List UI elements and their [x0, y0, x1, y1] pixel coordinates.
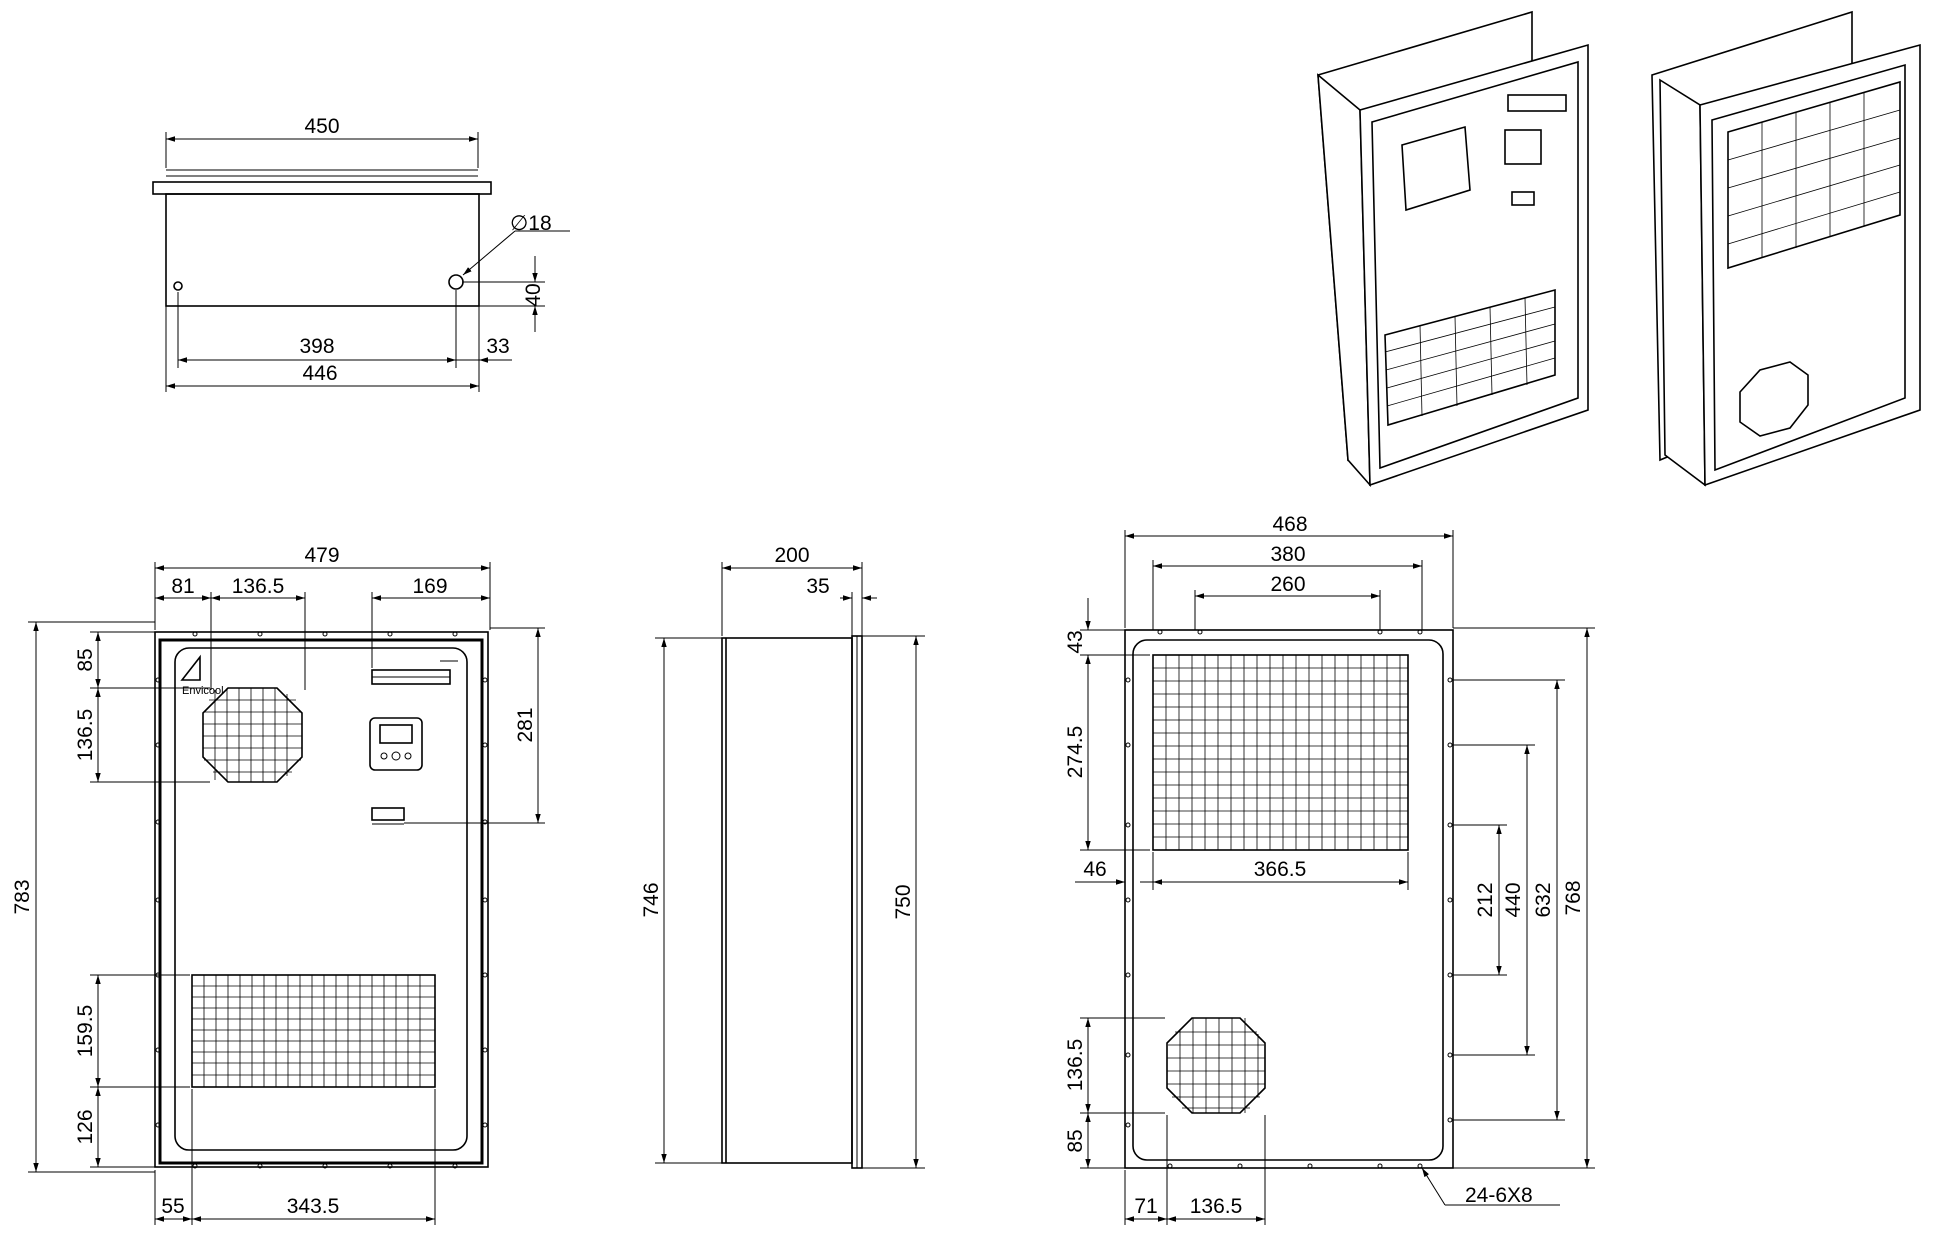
dim-rear-768: 768: [1562, 880, 1585, 915]
side-view-body: [721, 637, 853, 1164]
controller-button: [391, 751, 401, 761]
iso-front-fan: [1401, 125, 1471, 212]
dim-front-479: 479: [304, 544, 339, 567]
rear-view-outline: [1124, 629, 1454, 1169]
dim-front-169: 169: [412, 575, 447, 598]
front-grille: [191, 974, 436, 1088]
iso-front: [1317, 10, 1589, 488]
dim-rear-632: 632: [1532, 882, 1555, 917]
dim-front-85: 85: [74, 648, 97, 671]
dim-side-200: 200: [774, 544, 809, 567]
dim-front-126: 126: [74, 1109, 97, 1144]
rear-grille: [1152, 654, 1409, 851]
top-view-flange: [152, 181, 492, 195]
front-view-outline: [154, 631, 489, 1168]
front-fan: [202, 687, 303, 783]
dim-top-446: 446: [302, 362, 337, 385]
dim-rear-fan-height: 136.5: [1064, 1039, 1087, 1092]
rear-view-panel: [1132, 639, 1444, 1161]
iso-rear-grille: [1727, 80, 1901, 270]
front-view: Envicool: [11, 544, 545, 1225]
dim-top-450: 450: [304, 115, 339, 138]
rear-view: 468 380 260 43 274.5 366.5 46 136.5 85: [1064, 513, 1595, 1225]
dim-front-81: 81: [171, 575, 194, 598]
top-view: 450 ∅18 40 398 33 446: [152, 115, 570, 392]
dim-side-746: 746: [640, 882, 663, 917]
front-view-panel: [174, 647, 468, 1151]
front-fan-mesh: [203, 688, 302, 782]
dim-rear-212: 212: [1474, 882, 1497, 917]
dim-rear-260: 260: [1270, 573, 1305, 596]
iso-rear: [1651, 10, 1921, 487]
dim-rear-468: 468: [1272, 513, 1307, 536]
iso-front-grille: [1384, 288, 1556, 427]
dim-rear-380: 380: [1270, 543, 1305, 566]
dim-front-fan-height: 136.5: [74, 709, 97, 762]
iso-rear-fan: [1739, 361, 1809, 437]
dim-side-35: 35: [806, 575, 829, 598]
dim-top-40: 40: [522, 283, 545, 306]
dim-top-398: 398: [299, 335, 334, 358]
dim-rear-43: 43: [1064, 630, 1087, 653]
dim-top-33: 33: [486, 335, 509, 358]
dim-rear-46: 46: [1083, 858, 1106, 881]
top-view-drain-hole: [448, 274, 464, 290]
holes-note: 24-6X8: [1465, 1184, 1533, 1207]
dim-front-783: 783: [11, 879, 34, 914]
iso-front-controller: [1504, 129, 1542, 165]
dim-rear-366: 366.5: [1254, 858, 1307, 881]
dim-rear-fan-width: 136.5: [1190, 1195, 1243, 1218]
dim-rear-274: 274.5: [1064, 726, 1087, 779]
top-view-body: [165, 193, 480, 307]
dim-rear-71: 71: [1134, 1195, 1157, 1218]
controller-display: [379, 724, 413, 744]
dim-rear-440: 440: [1502, 882, 1525, 917]
logo-icon: [180, 654, 201, 681]
dim-front-281: 281: [514, 707, 537, 742]
top-view-small-hole: [173, 281, 183, 291]
front-grille-mesh: [192, 975, 435, 1087]
rear-fan-mesh: [1167, 1018, 1265, 1113]
dim-rear-85: 85: [1064, 1129, 1087, 1152]
front-controller: [369, 717, 423, 771]
front-mounting-holes: [155, 631, 488, 1169]
front-status-display: [371, 807, 405, 821]
rear-mounting-holes: [1125, 629, 1453, 1169]
dim-side-750: 750: [892, 884, 915, 919]
iso-front-terminal: [1507, 94, 1567, 112]
logo-text: Envicool: [182, 685, 224, 697]
dim-front-fan-width: 136.5: [232, 575, 285, 598]
dim-front-159: 159.5: [74, 1005, 97, 1058]
side-view: 200 35 746 750: [640, 544, 925, 1169]
dim-front-343: 343.5: [287, 1195, 340, 1218]
dim-front-55: 55: [161, 1195, 184, 1218]
rear-grille-mesh: [1153, 655, 1408, 850]
dim-hole-dia: ∅18: [510, 212, 552, 235]
